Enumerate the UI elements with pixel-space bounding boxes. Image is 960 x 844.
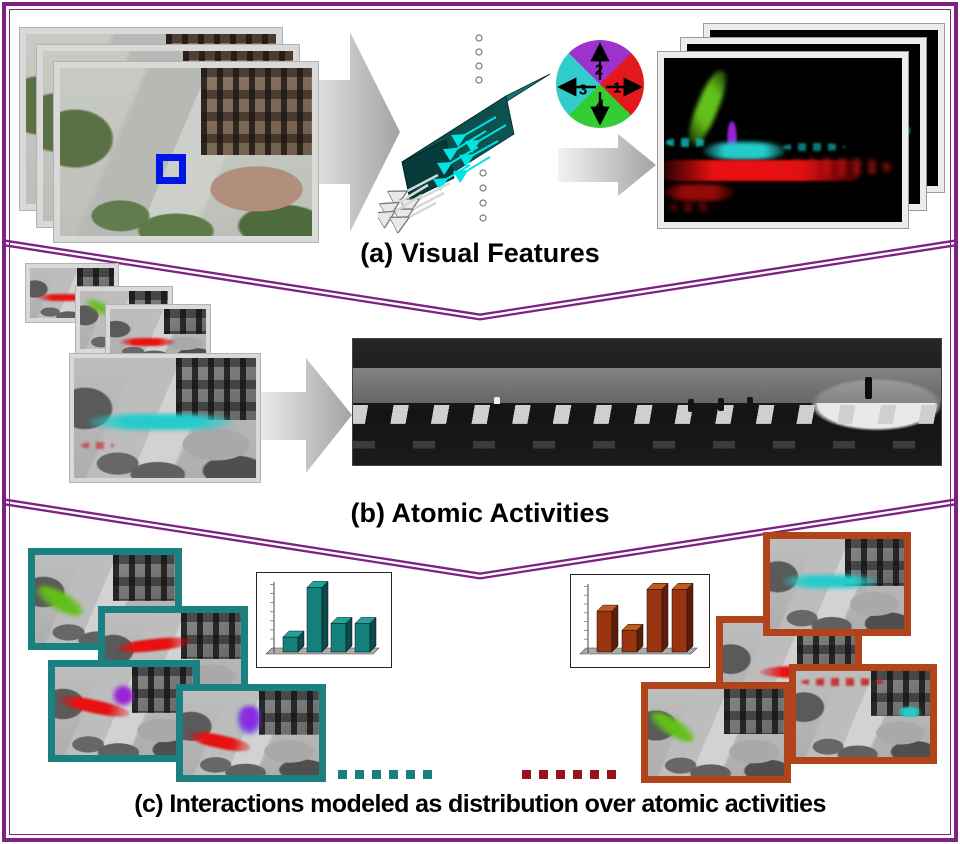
pedestrian-figure <box>746 396 753 410</box>
panorama-activity-image <box>352 338 942 466</box>
pedestrian-figure <box>688 399 695 413</box>
pedestrian-figure <box>717 398 724 412</box>
traffic-signal-silhouette <box>864 376 872 399</box>
scene-photo-front <box>53 61 319 243</box>
cyan-motion-arrows <box>432 116 507 192</box>
caption-panel-a: (a) Visual Features <box>360 238 600 268</box>
pedestrian-figure <box>494 396 501 410</box>
teal-distribution-chart <box>256 572 392 668</box>
teal-cluster-image-4 <box>176 684 326 782</box>
flow-arrow-a2-icon <box>558 134 656 196</box>
flow-arrow-b-icon <box>250 358 352 473</box>
wheel-label-right: 1 <box>612 79 622 97</box>
continuation-dots <box>475 34 487 222</box>
brown-distribution-chart <box>570 574 710 668</box>
caption-panel-b: (b) Atomic Activities <box>350 498 610 528</box>
red-dotted-separator <box>522 770 616 779</box>
brown-cluster-image-3 <box>641 682 791 783</box>
color-wheel: 2 1 3 4 <box>556 40 644 128</box>
caption-panel-c: (c) Interactions modeled as distribution… <box>134 790 826 818</box>
wheel-label-down: 4 <box>595 96 605 114</box>
wheel-direction-arrows <box>557 42 643 126</box>
gray-frame-3 <box>105 304 211 362</box>
wheel-label-up: 2 <box>594 61 604 79</box>
motion-cuboid <box>378 34 551 235</box>
roi-marker-square <box>156 154 186 184</box>
teal-dotted-separator <box>338 770 432 779</box>
white-motion-arrows <box>384 173 451 223</box>
feature-map-front <box>657 51 909 229</box>
brown-cluster-image-1 <box>763 532 911 636</box>
brown-cluster-image-4 <box>789 664 937 764</box>
gray-frame-4 <box>69 353 261 483</box>
wheel-label-left: 3 <box>578 81 588 99</box>
